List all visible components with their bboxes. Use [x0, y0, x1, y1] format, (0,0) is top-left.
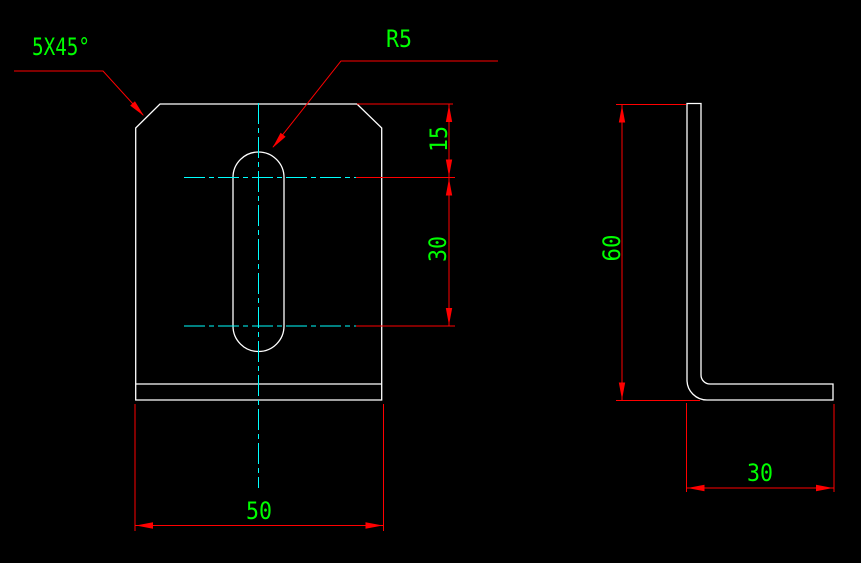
slot-outline: [232, 151, 285, 353]
chamfer-label: 5X45°: [32, 33, 90, 61]
side-dimensions: 60 30: [598, 104, 835, 492]
leader-arrow: [272, 132, 286, 148]
front-outline: [135, 103, 383, 401]
dim-arrow: [136, 522, 153, 529]
leader-arrow: [130, 101, 144, 116]
dim-arrow: [365, 522, 383, 529]
leader-radius: [272, 60, 498, 148]
side-view: [686, 102, 834, 401]
dim-60-label: 60: [598, 235, 626, 262]
dim-50-label: 50: [246, 497, 272, 525]
radius-label: R5: [386, 25, 412, 53]
front-dimensions: 15 30 50 5X45° R5: [14, 25, 498, 531]
dim-arrow: [816, 484, 833, 492]
dim-arrow: [445, 159, 453, 177]
dim-30-side-label: 30: [747, 459, 773, 487]
dim-arrow: [445, 308, 453, 325]
dim-arrow: [687, 484, 705, 492]
dim-15-label: 15: [425, 126, 453, 152]
leader-chamfer: [14, 70, 144, 116]
dim-arrow: [618, 382, 626, 400]
front-view: [135, 103, 383, 488]
dim-30-label: 30: [424, 236, 452, 262]
dim-arrow: [445, 178, 453, 196]
dim-arrow: [445, 105, 453, 122]
side-outline: [686, 102, 834, 401]
dim-arrow: [618, 105, 626, 123]
